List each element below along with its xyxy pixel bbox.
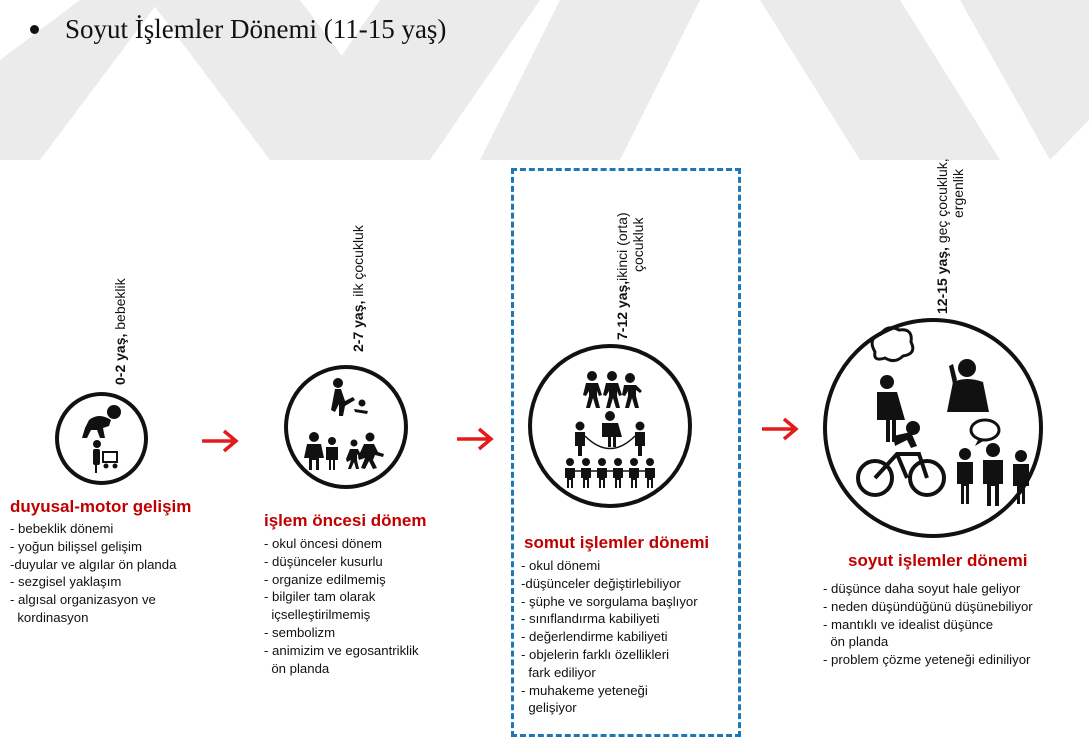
arrow-right-icon [457,427,494,451]
list-item: -düşünceler değiştirlebiliyor [521,575,681,591]
list-item: ön planda [264,660,330,676]
list-item: - bebeklik dönemi [10,521,114,536]
stage3-age: 7-12 yaş,ikinci (orta)çocukluk [614,212,646,340]
stage4-age-bold: 12-15 yaş, [934,247,950,314]
list-item: - algısal organizasyon ve [10,592,156,608]
stage4-age-line2: ergenlik [950,168,966,218]
list-item: - sınıflandırma kabiliyeti [521,611,660,627]
children-holding-hands-icon [304,432,338,470]
stage4-age: 12-15 yaş, geç çocukluk,ergenlik [934,158,966,314]
stage1-title: duyusal-motor gelişim [10,497,192,516]
stage2-circle [284,365,408,489]
arrow-right-icon [762,417,799,441]
stage4-list: - düşünce daha soyut hale geliyor - nede… [823,580,1033,669]
stage1-list: - bebeklik dönemi - yoğun bilişsel geliş… [10,520,176,627]
stage1-age-bold: 0-2 yaş, [112,333,128,385]
list-item: - okul dönemi [521,558,601,573]
people-talking-icon [957,418,1029,506]
stage1-circle [55,392,148,485]
stage3-age-line2: çocukluk [630,217,646,272]
list-item: - neden düşündüğünü düşünebiliyor [823,598,1033,614]
stage4-circle [823,318,1043,538]
list-item: - animizim ve egosantriklik [264,642,419,658]
thinking-girl-icon [870,326,915,442]
list-item: - sembolizm [264,624,336,640]
stage2-age: 2-7 yaş, ilk çocukluk [350,225,366,352]
heading-text: Soyut İşlemler Dönemi (11-15 yaş) [65,14,447,44]
adult-child-playing-icon [331,378,368,416]
list-item: - okul öncesi dönem [264,536,383,551]
stage1-age: 0-2 yaş, bebeklik [112,278,128,385]
stage2-title: işlem öncesi dönem [264,511,427,530]
children-jump-rope-icon [575,411,645,456]
stage2-age-rest: ilk çocukluk [350,225,366,301]
list-item: fark ediliyor [521,664,596,680]
watermark [0,0,1089,160]
list-item: - mantıklı ve idealist düşünce [823,616,994,632]
baby-stroller-icon [93,440,118,473]
list-item: ön planda [823,634,889,650]
stage4-age-rest: geç çocukluk, [934,158,950,248]
list-item: içselleştirilmemiş [264,607,371,623]
list-item: - değerlendirme kabiliyeti [521,629,668,645]
list-item: - düşünceler kusurlu [264,553,383,569]
stage3-list: - okul dönemi -düşünceler değiştirlebili… [521,557,698,717]
list-item: kordinasyon [10,609,89,625]
list-item: - sezgisel yaklaşım [10,574,122,590]
list-item: - objelerin farklı özellikleri [521,646,670,662]
list-item: - bilgiler tam olarak [264,589,376,605]
stage2-list: - okul öncesi dönem - düşünceler kusurlu… [264,535,419,677]
list-item: gelişiyor [521,700,577,716]
list-item: - muhakeme yeteneği [521,682,648,698]
stage1-age-rest: bebeklik [112,278,128,334]
children-group-icon [583,371,642,408]
stage3-age-bold: 7-12 yaş, [614,280,630,340]
list-item: -duyular ve algılar ön planda [10,556,177,572]
list-item: - organize edilmemiş [264,571,386,587]
list-item: - problem çözme yeteneği ediniliyor [823,652,1031,668]
stage3-circle [528,344,692,508]
person-phone-icon [947,359,989,412]
cyclist-icon [856,421,946,497]
list-item: - yoğun bilişsel gelişim [10,538,142,554]
list-item: - şüphe ve sorgulama başlıyor [521,593,698,609]
children-line-icon [565,458,655,488]
bullet-icon [30,25,39,35]
stage3-age-rest: ikinci (orta) [614,212,630,281]
stage4-title: soyut işlemler dönemi [848,551,1028,570]
list-item: - düşünce daha soyut hale geliyor [823,581,1021,596]
highlight-box [511,168,741,737]
page-heading: Soyut İşlemler Dönemi (11-15 yaş) [30,14,446,45]
children-running-icon [346,432,384,469]
arrow-right-icon [202,429,239,453]
baby-crawling-icon [82,405,121,438]
stage3-title: somut işlemler dönemi [524,533,710,552]
stage2-age-bold: 2-7 yaş, [350,300,366,352]
